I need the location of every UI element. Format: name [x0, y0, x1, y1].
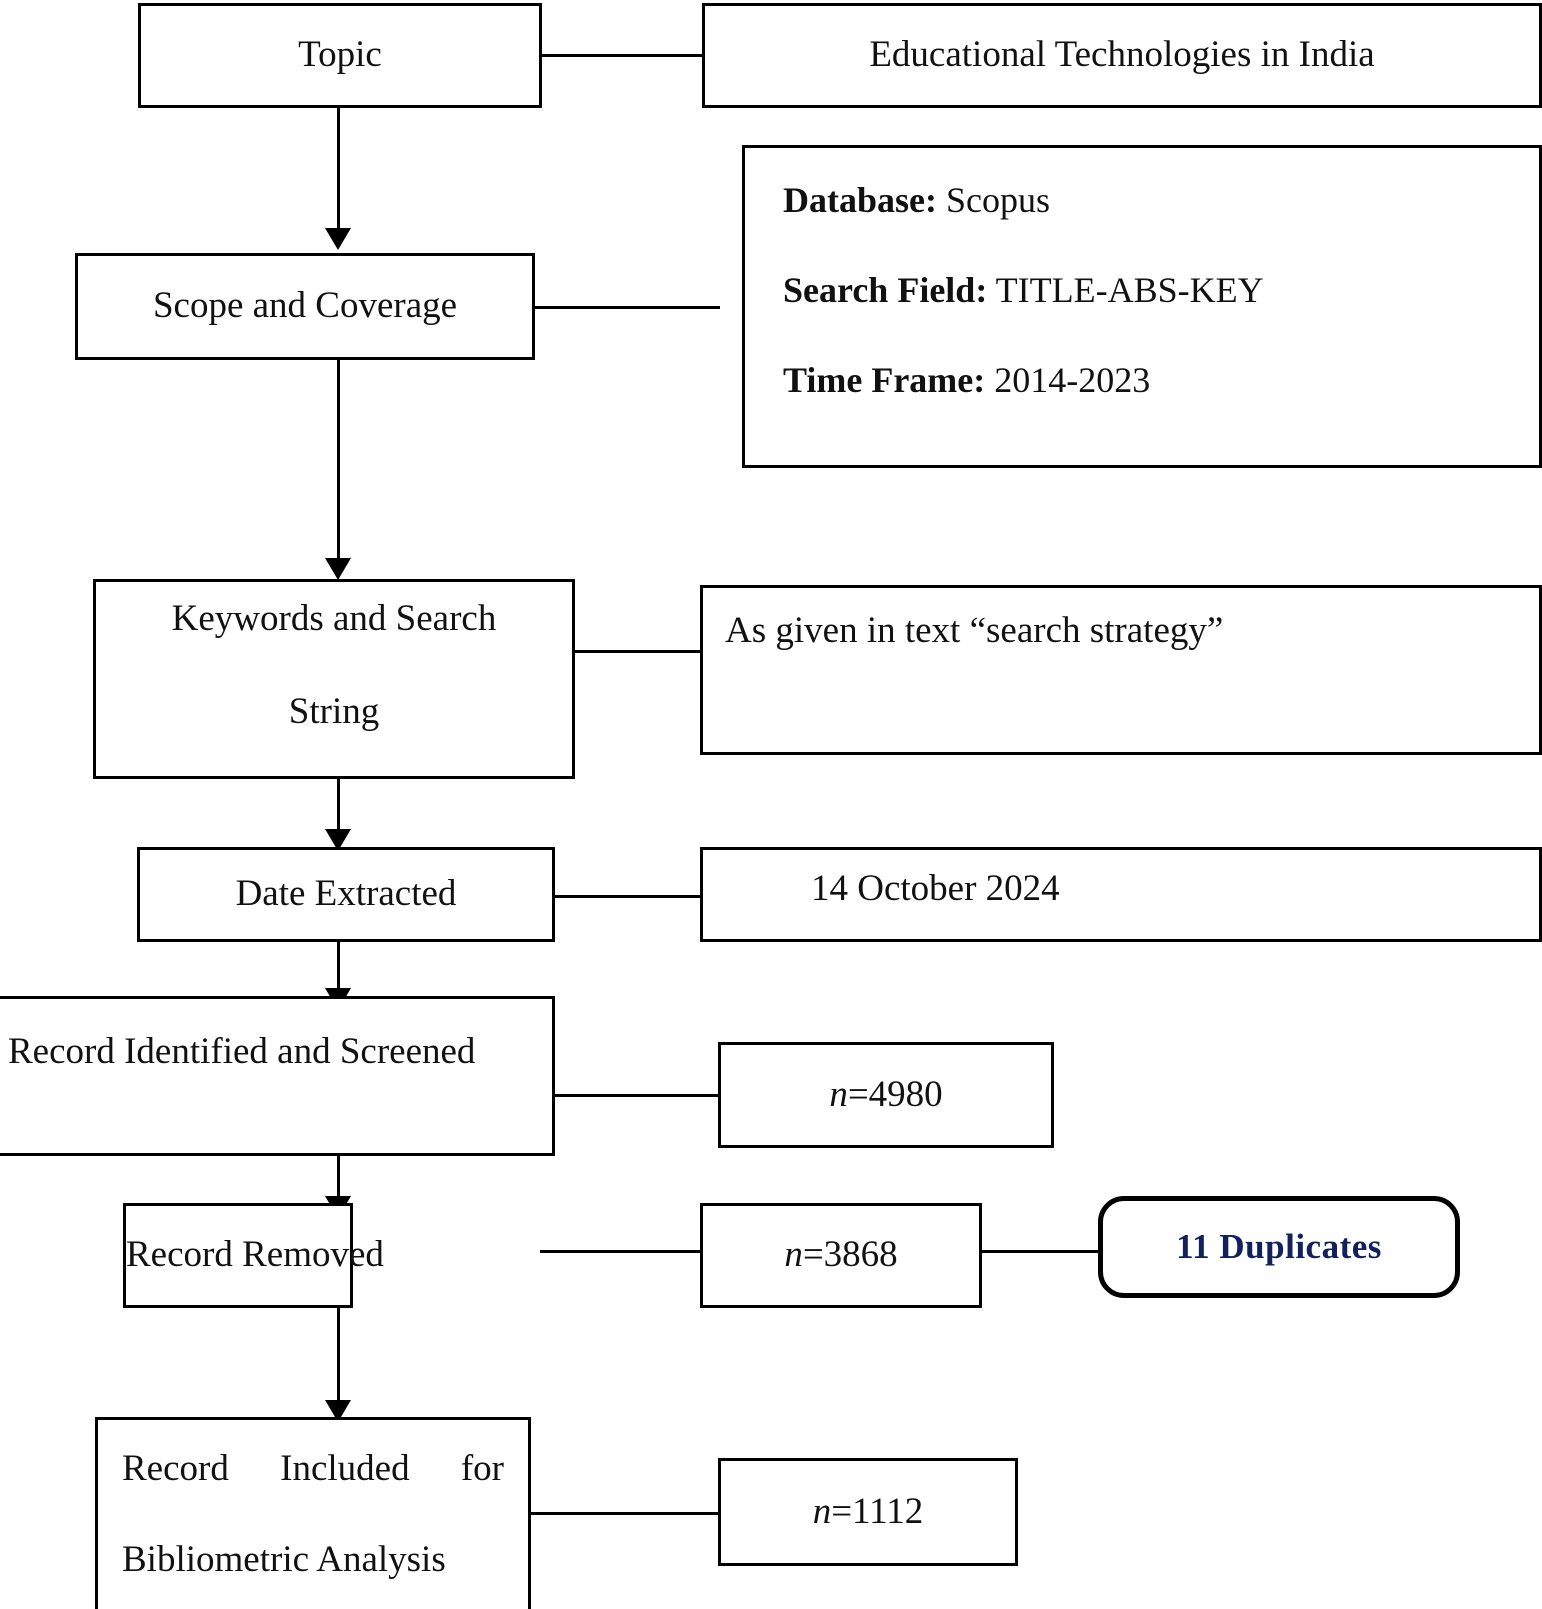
- connector-count-to-duplicates: [980, 1250, 1102, 1253]
- connector-keywords-to-value: [543, 650, 723, 653]
- connector-date-to-value: [553, 895, 721, 898]
- node-keywords-line1: Keywords and Search: [171, 598, 497, 640]
- connector-scope-to-keywords: [337, 358, 340, 563]
- node-date-extracted[interactable]: Date Extracted: [137, 847, 555, 942]
- scope-detail-key-search-field: Search Field:: [783, 269, 988, 310]
- connector-removed-to-included: [337, 1306, 340, 1410]
- record-included-text-block: Record Included for Bibliometric Analysi…: [98, 1420, 528, 1580]
- scope-detail-value-time-frame: 2014-2023: [994, 359, 1151, 400]
- node-scope-details[interactable]: Database: Scopus Search Field: TITLE-ABS…: [742, 145, 1542, 468]
- scope-detail-row-database: Database: Scopus: [783, 180, 1539, 220]
- record-included-count-value: =1112: [831, 1490, 924, 1532]
- node-scope-label: Scope and Coverage: [152, 285, 458, 327]
- node-topic-label: Topic: [298, 34, 382, 76]
- node-record-removed-count[interactable]: n=3868: [700, 1203, 982, 1308]
- node-scope-and-coverage[interactable]: Scope and Coverage: [75, 253, 535, 360]
- node-duplicates[interactable]: 11 Duplicates: [1098, 1196, 1460, 1298]
- node-topic-value[interactable]: Educational Technologies in India: [702, 3, 1542, 108]
- arrowhead-removed-to-included: [325, 1400, 351, 1422]
- record-identified-count-text: n=4980: [721, 1073, 1051, 1115]
- connector-removed-to-count: [540, 1250, 718, 1253]
- node-record-included-line2: Bibliometric Analysis: [122, 1538, 446, 1580]
- scope-detail-key-database: Database:: [783, 180, 937, 220]
- node-keywords-line2: String: [288, 691, 380, 732]
- node-record-identified-and-screened[interactable]: Record Identified and Screened: [0, 996, 555, 1156]
- keywords-text-block: Keywords and Search String: [96, 569, 572, 789]
- n-symbol-removed: n: [784, 1234, 803, 1276]
- connector-identified-to-count: [540, 1094, 720, 1097]
- connector-scope-to-details: [531, 306, 720, 309]
- record-included-count-text: n=1112: [721, 1490, 1015, 1532]
- arrowhead-keywords-to-date: [325, 829, 351, 851]
- scope-detail-key-time-frame: Time Frame:: [783, 359, 986, 400]
- node-date-value-label: 14 October 2024: [811, 868, 1060, 909]
- connector-date-to-identified: [337, 941, 340, 993]
- n-symbol-included: n: [812, 1490, 832, 1532]
- scope-detail-value-database: Scopus: [945, 180, 1050, 220]
- node-duplicates-label: 11 Duplicates: [1176, 1226, 1382, 1266]
- arrowhead-scope-to-keywords: [325, 558, 351, 580]
- node-record-included-count[interactable]: n=1112: [718, 1458, 1018, 1566]
- scope-detail-row-time-frame: Time Frame: 2014-2023: [783, 359, 1539, 400]
- scope-details-list: Database: Scopus Search Field: TITLE-ABS…: [745, 148, 1539, 399]
- record-removed-count-text: n=3868: [703, 1234, 979, 1276]
- scope-detail-row-search-field: Search Field: TITLE-ABS-KEY: [783, 269, 1539, 310]
- record-removed-count-value: =3868: [802, 1234, 898, 1276]
- record-identified-count-value: =4980: [847, 1073, 943, 1115]
- node-record-removed[interactable]: Record Removed: [123, 1203, 384, 1308]
- node-date-value[interactable]: 14 October 2024: [700, 847, 1542, 942]
- node-topic[interactable]: Topic: [138, 3, 542, 108]
- n-symbol-identified: n: [829, 1073, 848, 1115]
- node-keywords-value[interactable]: As given in text “search strategy”: [700, 585, 1542, 755]
- node-date-extracted-label: Date Extracted: [235, 873, 457, 915]
- node-record-identified-label: Record Identified and Screened: [8, 1031, 476, 1072]
- scope-detail-value-search-field: TITLE-ABS-KEY: [995, 269, 1264, 310]
- arrowhead-topic-to-scope: [325, 228, 351, 250]
- node-keywords-and-search-string[interactable]: Keywords and Search String: [93, 579, 575, 779]
- connector-identified-to-removed: [337, 1151, 340, 1201]
- node-keywords-value-label: As given in text “search strategy”: [725, 610, 1224, 651]
- connector-topic-to-value: [539, 54, 704, 57]
- node-record-included[interactable]: Record Included for Bibliometric Analysi…: [95, 1417, 531, 1609]
- node-record-identified-count[interactable]: n=4980: [718, 1042, 1054, 1148]
- connector-included-to-count: [528, 1512, 722, 1515]
- node-record-removed-label: Record Removed: [126, 1234, 384, 1276]
- node-record-included-line1: Record Included for: [122, 1448, 504, 1489]
- node-topic-value-label: Educational Technologies in India: [869, 34, 1375, 76]
- connector-topic-to-scope: [337, 105, 340, 233]
